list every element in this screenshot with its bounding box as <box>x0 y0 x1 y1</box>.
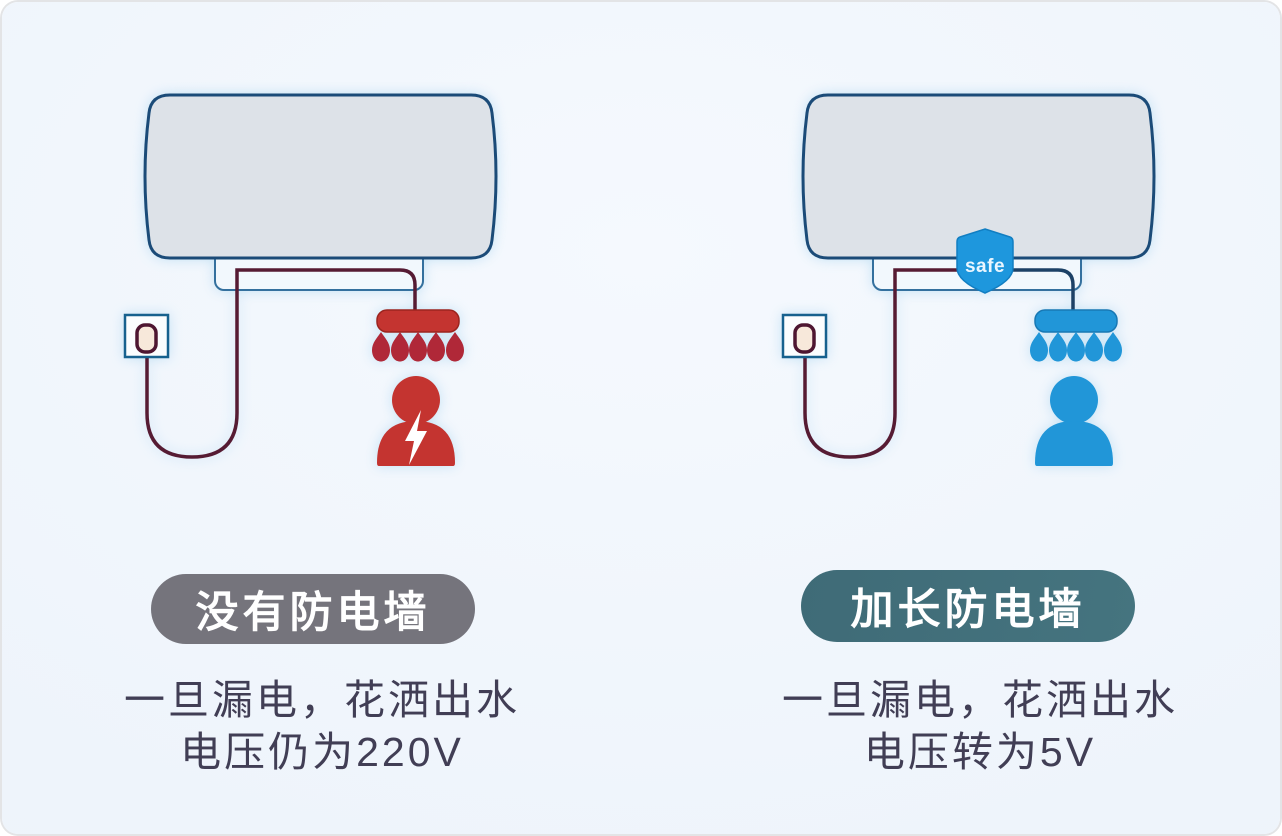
water-drop-icon <box>1067 332 1085 362</box>
water-drop-icon <box>1049 332 1067 362</box>
shower-head-icon <box>376 309 460 333</box>
badge-no-wall: 没有防电墙 <box>151 574 475 644</box>
power-cord <box>145 268 417 459</box>
water-drops <box>1030 332 1122 362</box>
safe-accent-group <box>1030 309 1122 466</box>
power-plug <box>793 323 816 354</box>
person-shocked-icon <box>377 376 455 466</box>
shower-head-icon <box>1034 309 1118 333</box>
power-outlet-icon <box>123 313 170 359</box>
diagram-with-wall: safe <box>718 80 1178 480</box>
caption-line-1: 一旦漏电，花洒出水 <box>782 677 1178 723</box>
shield-shape <box>956 228 1014 294</box>
danger-accent-group <box>372 309 464 466</box>
person-body <box>1035 421 1113 466</box>
person-head <box>1050 376 1098 424</box>
person-safe-icon <box>1035 376 1113 466</box>
power-outlet-icon <box>781 313 828 359</box>
power-plug <box>135 323 158 354</box>
caption-line-2: 电压转为5V <box>863 729 1097 775</box>
person-head <box>392 376 440 424</box>
diagram-left-svg <box>123 93 498 466</box>
caption-right: 一旦漏电，花洒出水 电压转为5V <box>718 674 1242 778</box>
water-drop-icon <box>446 332 464 362</box>
water-drop-icon <box>1104 332 1122 362</box>
caption-left: 一旦漏电，花洒出水 电压仍为220V <box>60 674 584 778</box>
water-drop-icon <box>372 332 390 362</box>
water-drop-icon <box>1030 332 1048 362</box>
water-drop-icon <box>409 332 427 362</box>
safe-shield-icon: safe <box>956 228 1014 294</box>
water-drop-icon <box>391 332 409 362</box>
diagram-right-svg: safe <box>781 93 1156 466</box>
diagram-without-wall <box>60 80 520 480</box>
caption-line-1: 一旦漏电，花洒出水 <box>124 677 520 723</box>
water-drop-icon <box>1085 332 1103 362</box>
lightning-bolt-icon <box>405 410 427 465</box>
shield-label: safe <box>965 256 1005 277</box>
water-heater-icon <box>143 93 498 260</box>
water-heater-icon <box>801 93 1156 260</box>
badge-extended-wall: 加长防电墙 <box>801 570 1135 642</box>
shower-pipe <box>980 268 1075 315</box>
caption-line-2: 电压仍为220V <box>180 729 464 775</box>
water-drops <box>372 332 464 362</box>
water-drop-icon <box>427 332 445 362</box>
power-cord <box>803 268 984 459</box>
